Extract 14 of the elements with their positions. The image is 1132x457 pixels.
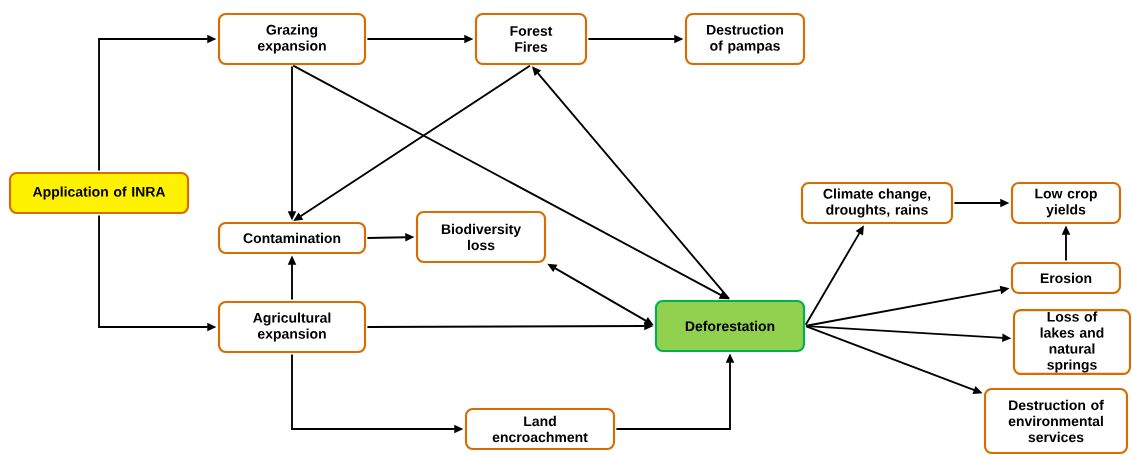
process-box: Grazing expansion — [217, 12, 367, 66]
process-box: Biodiversity loss — [415, 210, 547, 264]
process-box: Contamination — [217, 221, 367, 255]
process-box: Climate change, droughts, rains — [800, 181, 954, 225]
process-box: Destruction of pampas — [684, 12, 806, 66]
input-box: Application of INRA — [8, 171, 190, 215]
central-box: Deforestation — [654, 299, 806, 353]
process-box: Erosion — [1010, 261, 1122, 295]
process-box: Low crop yields — [1010, 181, 1122, 225]
process-box: Destruction of environmental services — [983, 387, 1129, 455]
process-box: Land encroachment — [464, 407, 616, 451]
process-box: Loss of lakes and natural springs — [1012, 309, 1132, 375]
process-box: Forest Fires — [474, 12, 588, 66]
process-box: Agricultural expansion — [217, 300, 367, 354]
